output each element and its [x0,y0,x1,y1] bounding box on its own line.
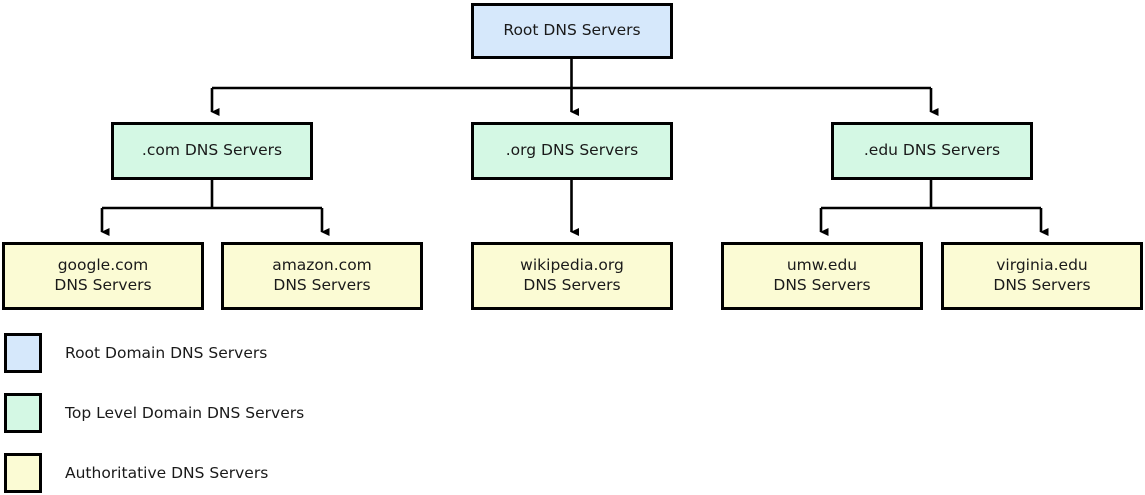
legend-label: Root Domain DNS Servers [65,344,268,362]
node-label: amazon.com DNS Servers [272,256,372,294]
legend-label: Top Level Domain DNS Servers [65,404,305,422]
legend-swatch-root-domain [4,333,42,373]
node-label: .edu DNS Servers [863,141,1001,160]
edge-com-children [100,180,330,237]
node-com-dns-servers[interactable]: .com DNS Servers [111,122,313,180]
node-root-dns-servers[interactable]: Root DNS Servers [471,3,673,59]
legend-swatch-top-level-domain [4,393,42,433]
node-label: .org DNS Servers [505,141,639,160]
node-org-dns-servers[interactable]: .org DNS Servers [471,122,673,180]
node-label: virginia.edu DNS Servers [993,256,1091,294]
node-edu-dns-servers[interactable]: .edu DNS Servers [831,122,1033,180]
edge-edu-children [819,180,1049,237]
node-amazon-com-dns-servers[interactable]: amazon.com DNS Servers [221,242,423,310]
node-umw-edu-dns-servers[interactable]: umw.edu DNS Servers [721,242,923,310]
node-label: Root DNS Servers [503,21,641,40]
legend-swatch-authoritative [4,453,42,493]
node-label: wikipedia.org DNS Servers [520,256,624,294]
node-virginia-edu-dns-servers[interactable]: virginia.edu DNS Servers [941,242,1143,310]
legend-item-root-domain: Root Domain DNS Servers [4,333,267,373]
node-label: google.com DNS Servers [54,256,152,294]
node-label: umw.edu DNS Servers [773,256,871,294]
legend-label: Authoritative DNS Servers [65,464,269,482]
node-label: .com DNS Servers [141,141,283,160]
legend-item-authoritative: Authoritative DNS Servers [4,453,268,493]
edge-root-bus [212,59,931,90]
node-wikipedia-org-dns-servers[interactable]: wikipedia.org DNS Servers [471,242,673,310]
node-google-com-dns-servers[interactable]: google.com DNS Servers [2,242,204,310]
legend-item-top-level-domain: Top Level Domain DNS Servers [4,393,304,433]
